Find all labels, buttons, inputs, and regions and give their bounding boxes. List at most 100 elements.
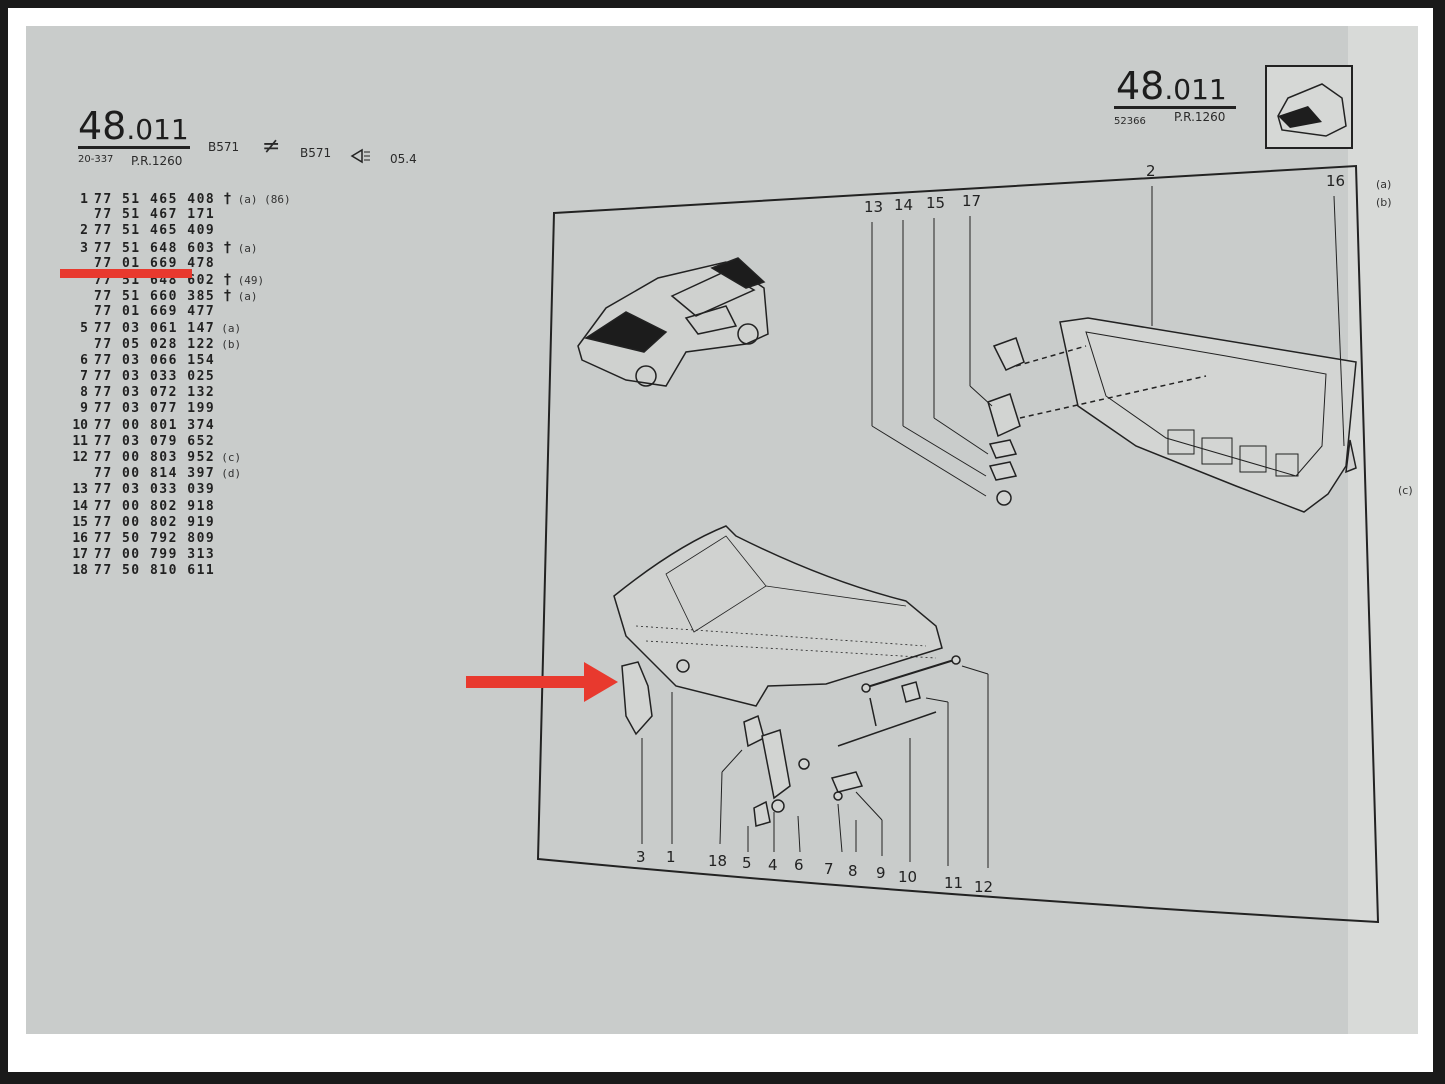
car-front-icon (1265, 65, 1353, 149)
callout-8: 8 (848, 862, 858, 880)
callout-5: 5 (742, 854, 752, 872)
part-index: 18 (72, 563, 88, 579)
part-index: 5 (80, 320, 88, 336)
part-index: 14 (72, 498, 88, 514)
right-section-main: 48 (1116, 64, 1165, 108)
dagger-mark: † (223, 288, 232, 305)
part-reference: 77 51 648 603 (94, 240, 216, 256)
part-reference: 77 01 669 477 (94, 304, 216, 320)
callout-10: 10 (898, 868, 917, 886)
part-reference: 77 03 072 132 (94, 385, 216, 401)
photo-frame: 48.011 20-337 P.R.1260 B571 ≠ B571 05.4 … (8, 8, 1433, 1072)
part-note: (a) (221, 321, 242, 335)
headlamp-icon (348, 148, 372, 168)
leader-lines (641, 186, 1345, 868)
part-row: 77 01 669 478 (66, 256, 291, 272)
part-index: 7 (80, 369, 88, 385)
callout-14: 14 (894, 196, 913, 214)
part-index: 9 (80, 401, 88, 417)
exploded-diagram: 13 14 15 17 2 16 3 1 18 5 4 6 7 8 9 10 1… (466, 65, 1380, 924)
left-header-pr: P.R.1260 (131, 154, 183, 168)
part-row: 77 51 467 171 (66, 207, 291, 223)
part-index: 15 (72, 514, 88, 530)
not-equal-symbol: ≠ (262, 134, 281, 159)
part-reference: 77 03 077 199 (94, 401, 216, 417)
part-row: 9 77 03 077 199 (66, 401, 291, 417)
bonnet-hinge-parts (621, 655, 961, 827)
next-page-edge (1348, 26, 1418, 1034)
part-reference: 77 51 465 408 (94, 192, 216, 207)
part-reference: 77 05 028 122 (94, 336, 216, 352)
part-reference: 77 03 079 652 (94, 433, 216, 449)
part-index: 13 (72, 482, 88, 498)
part-row: 77 01 669 477 (66, 304, 291, 320)
left-header-code: 20-337 (78, 154, 114, 165)
car-illustration (577, 257, 769, 387)
part-reference: 77 03 061 147 (94, 320, 216, 336)
part-note: (a) (237, 290, 258, 304)
left-section-number: 48.011 (78, 104, 189, 148)
callout-12: 12 (974, 878, 993, 896)
part-note: (d) (221, 467, 242, 481)
part-index: 8 (80, 385, 88, 401)
left-header-model-a: B571 (208, 140, 240, 154)
part-row: 77 51 660 385†(a) (66, 288, 291, 304)
tailgate-hinge-parts (987, 337, 1207, 506)
callout-1: 1 (666, 848, 676, 866)
left-header-rule (78, 146, 190, 149)
part-reference: 77 50 792 809 (94, 530, 216, 546)
part-row: 1 77 51 465 408 † (a) (86) (66, 191, 291, 207)
part-row: 18 77 50 810 611 (66, 563, 291, 579)
part-row: 8 77 03 072 132 (66, 385, 291, 401)
bonnet-illustration (613, 525, 943, 707)
part-index: 16 (72, 530, 88, 546)
callout-4: 4 (768, 856, 778, 874)
part-row: 15 77 00 802 919 (66, 515, 291, 531)
part-row: 11 77 03 079 652 (66, 434, 291, 450)
part-index: 3 (80, 240, 88, 256)
catalog-page: 48.011 20-337 P.R.1260 B571 ≠ B571 05.4 … (26, 26, 1418, 1034)
part-index: 1 (80, 192, 88, 207)
callout-3: 3 (636, 848, 646, 866)
right-header-rule (1114, 106, 1236, 109)
callout-16: 16 (1326, 172, 1345, 190)
highlight-bar (60, 269, 192, 278)
red-arrow (466, 662, 618, 702)
part-note: (49) (237, 273, 265, 287)
callout-13: 13 (864, 198, 883, 216)
right-header-pr: P.R.1260 (1174, 110, 1226, 124)
dagger-mark: † (223, 191, 232, 207)
part-reference: 77 03 033 025 (94, 369, 216, 385)
part-index: 11 (72, 433, 88, 449)
part-index: 6 (80, 352, 88, 368)
dagger-mark: † (223, 239, 232, 256)
left-section-main: 48 (78, 104, 127, 148)
part-index: 17 (72, 547, 88, 563)
callout-7: 7 (824, 860, 834, 878)
part-note: (a) (86) (237, 193, 291, 206)
part-reference: 77 00 801 374 (94, 417, 216, 433)
part-row: 5 77 03 061 147 (a) (66, 321, 291, 337)
part-reference: 77 00 803 952 (94, 450, 216, 465)
left-header-date: 05.4 (390, 152, 417, 166)
part-reference: 77 50 810 611 (94, 563, 216, 579)
callout-11: 11 (944, 874, 963, 892)
callout-15: 15 (926, 194, 945, 212)
side-label-c: (c) (1398, 484, 1413, 497)
part-reference: 77 51 465 409 (94, 223, 216, 239)
part-row: 16 77 50 792 809 (66, 531, 291, 547)
dagger-mark: † (223, 271, 232, 288)
callout-6: 6 (794, 856, 804, 874)
part-index: 12 (72, 450, 88, 465)
part-reference: 77 00 802 919 (94, 514, 216, 530)
right-section-sub: .011 (1164, 73, 1227, 106)
part-reference: 77 00 799 313 (94, 547, 216, 563)
part-row: 17 77 00 799 313 (66, 547, 291, 563)
part-reference: 77 01 669 478 (94, 255, 216, 271)
